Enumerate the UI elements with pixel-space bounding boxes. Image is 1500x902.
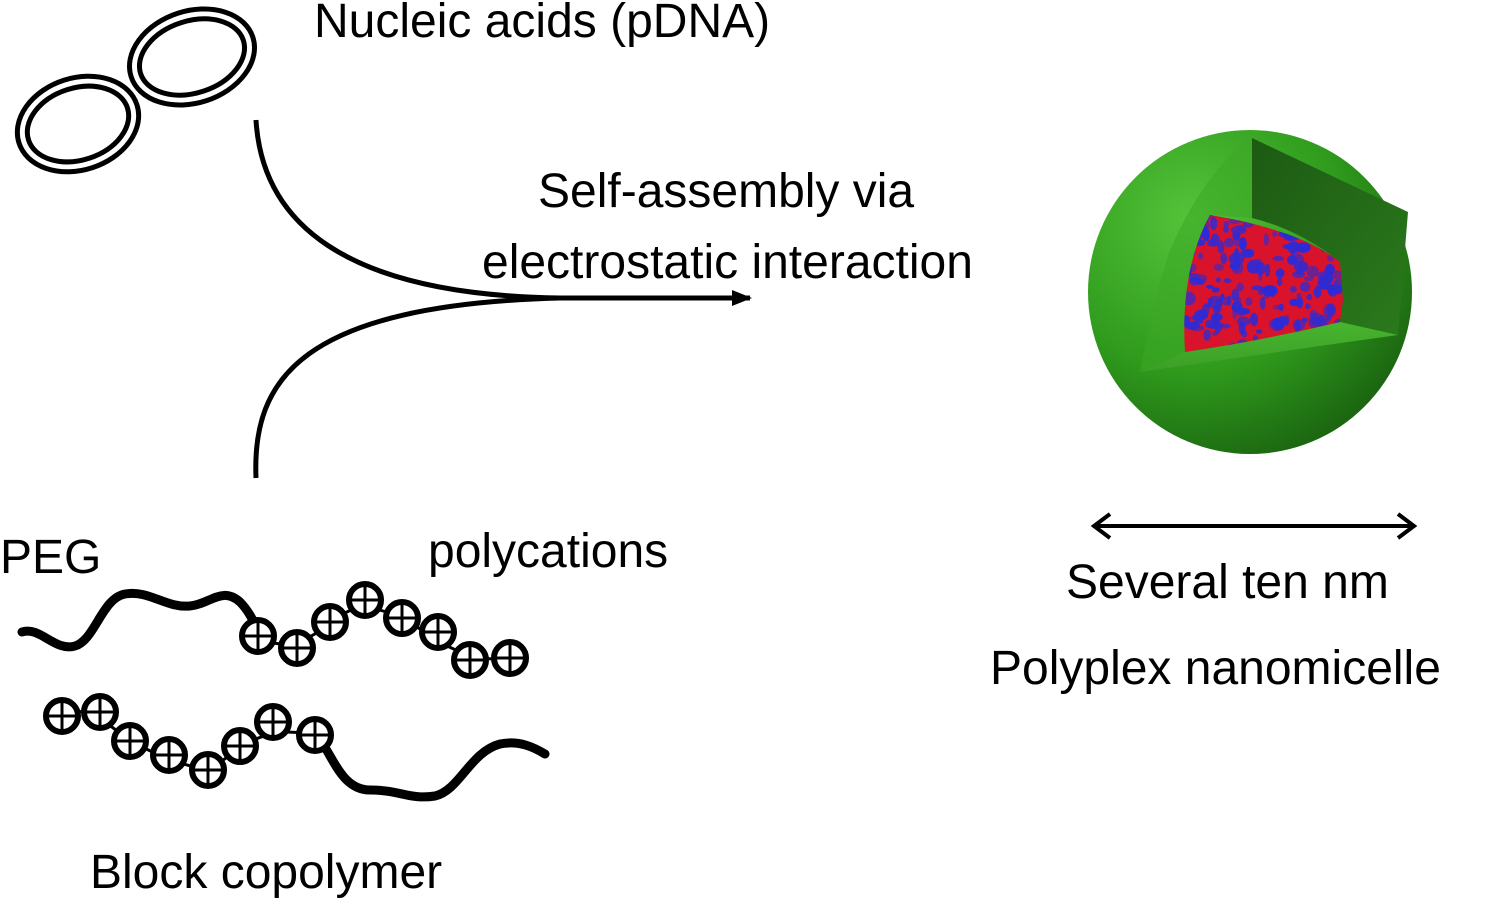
lower-curve bbox=[253, 295, 561, 479]
peg-label: PEG bbox=[0, 531, 101, 584]
polycation-plus-icon bbox=[296, 716, 334, 754]
polycation-plus-icon bbox=[43, 697, 81, 735]
polycation-plus-icon bbox=[254, 703, 292, 741]
peg-chain-top bbox=[17, 588, 265, 652]
upper-curve bbox=[253, 119, 561, 301]
polyplex-label: Polyplex nanomicelle bbox=[990, 642, 1441, 695]
copolymer-top bbox=[17, 581, 529, 679]
polycation-plus-icon bbox=[346, 581, 384, 619]
peg-chain-bottom bbox=[313, 733, 550, 802]
shell-cut-floor bbox=[1140, 322, 1398, 372]
nucleic-acids-label: Nucleic acids (pDNA) bbox=[314, 0, 770, 48]
polycation-plus-icon bbox=[81, 693, 119, 731]
polycation-plus-icon bbox=[451, 641, 489, 679]
micelle-sphere bbox=[1088, 130, 1412, 454]
shell-cut-left-wall bbox=[1140, 138, 1252, 372]
polycation-plus-icon bbox=[239, 617, 277, 655]
self-assembly-line2: electrostatic interaction bbox=[482, 236, 973, 289]
polycation-plus-icon bbox=[311, 603, 349, 641]
shell-cut-back-wall bbox=[1252, 138, 1408, 335]
copolymer-bottom bbox=[43, 693, 550, 802]
size-arrow bbox=[1090, 512, 1418, 540]
polycation-plus-icon bbox=[419, 613, 457, 651]
polycations-label: polycations bbox=[428, 525, 668, 578]
block-copolymer-label: Block copolymer bbox=[90, 846, 442, 899]
polycation-plus-icon bbox=[491, 639, 529, 677]
merge-curves bbox=[253, 119, 561, 479]
polycation-plus-icon bbox=[111, 722, 149, 760]
polycation-plus-icon bbox=[221, 727, 259, 765]
self-assembly-line1: Self-assembly via bbox=[538, 165, 914, 218]
polycation-plus-icon bbox=[189, 751, 227, 789]
size-label: Several ten nm bbox=[1066, 556, 1389, 609]
dna-icon bbox=[14, 6, 258, 175]
polycation-plus-icon bbox=[150, 736, 188, 774]
polycation-plus-icon bbox=[383, 599, 421, 637]
polycation-plus-icon bbox=[278, 629, 316, 667]
